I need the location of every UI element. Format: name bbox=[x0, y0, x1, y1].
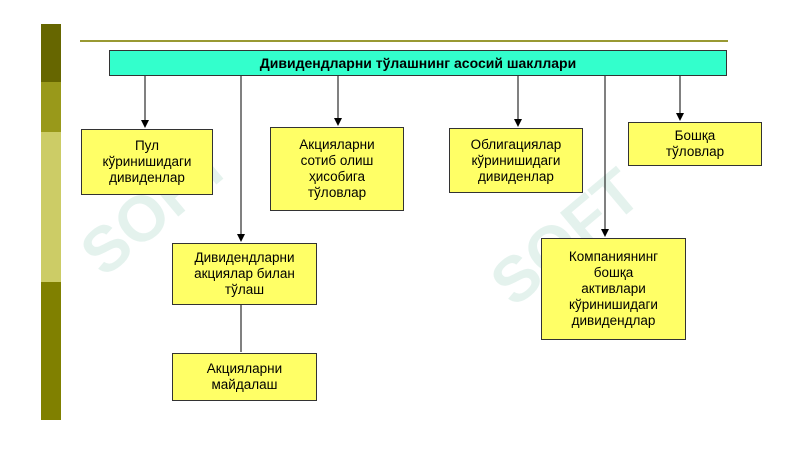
box-other-payments: Бошқа тўловлар bbox=[628, 122, 762, 166]
box-stock-split: Акцияларни майдалаш bbox=[172, 353, 317, 401]
box-cash-dividends: Пул кўринишидаги дивиденлар bbox=[81, 129, 213, 195]
box-bond-dividends: Облигациялар кўринишидаги дивиденлар bbox=[449, 128, 583, 193]
slide-sidebar-bar bbox=[41, 24, 61, 420]
sidebar-segment bbox=[41, 24, 61, 82]
sidebar-segment bbox=[41, 132, 61, 282]
sidebar-segment bbox=[41, 82, 61, 132]
box-share-dividends: Дивидендларни акциялар билан тўлаш bbox=[172, 243, 317, 305]
sidebar-segment bbox=[41, 282, 61, 420]
box-asset-dividends: Компаниянинг бошқа активлари кўринишидаг… bbox=[541, 238, 686, 340]
top-rule bbox=[80, 40, 728, 42]
box-buyback-payments: Акцияларни сотиб олиш ҳисобига тўловлар bbox=[270, 127, 404, 211]
diagram-title: Дивидендларни тўлашнинг асосий шакллари bbox=[109, 50, 727, 76]
